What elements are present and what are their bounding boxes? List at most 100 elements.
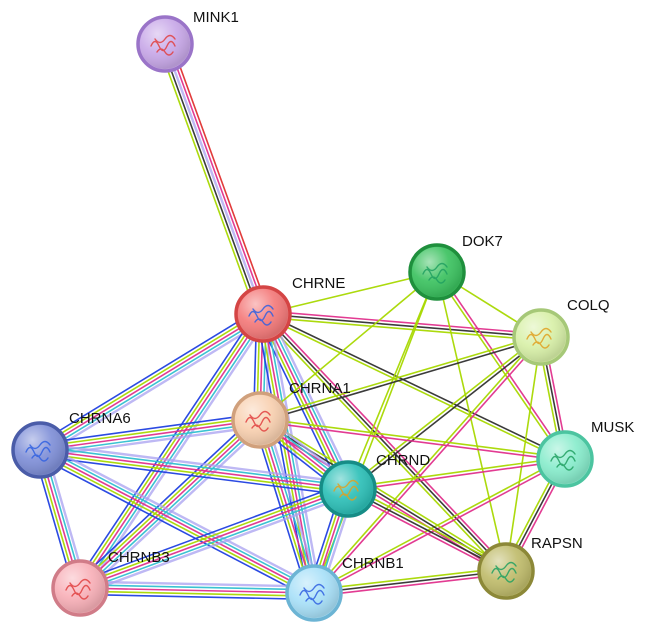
node-label: COLQ xyxy=(567,297,610,314)
node-musk[interactable]: MUSK xyxy=(536,419,634,488)
node-dok7[interactable]: DOK7 xyxy=(408,233,503,301)
edge-strand-coexpression xyxy=(347,488,507,572)
edge-chrna1-chrnb1 xyxy=(253,417,322,596)
edge-strand-textmining xyxy=(347,271,438,490)
edge-strand-textmining xyxy=(260,417,566,459)
edge-strand-experiments xyxy=(314,573,507,597)
edge-strand-experiments xyxy=(262,313,349,490)
edge-mink1-chrne xyxy=(158,41,270,317)
edge-strand-experiments xyxy=(79,587,315,594)
node-sheen xyxy=(235,395,285,445)
edge-strand-experiments xyxy=(346,491,505,575)
edge-chrne-colq xyxy=(262,310,542,341)
edge-strand-homology xyxy=(163,43,265,315)
edge-strand-cooccurrence xyxy=(74,309,259,585)
node-mink1[interactable]: MINK1 xyxy=(136,9,239,73)
node-sheen xyxy=(238,289,288,339)
node-label: CHRNA1 xyxy=(289,380,351,397)
edge-strand-experiments xyxy=(39,419,261,451)
edge-strand-coexpression xyxy=(313,570,507,594)
node-sheen xyxy=(516,312,566,362)
edge-strand-database xyxy=(80,491,350,592)
protein-structure-icon xyxy=(333,479,359,501)
edge-chrna1-chrnb3 xyxy=(75,414,266,594)
edge-strand-experiments xyxy=(79,313,264,589)
edge-strand-textmining xyxy=(436,271,507,572)
edge-chrne-chrnb3 xyxy=(74,309,270,593)
node-sheen xyxy=(140,19,190,69)
edge-strand-database xyxy=(265,312,352,488)
edge-strand-textmining xyxy=(158,45,258,317)
edge-strand-database xyxy=(81,421,263,591)
node-chrnb3[interactable]: CHRNB3 xyxy=(51,549,170,617)
edge-dok7-chrnd xyxy=(347,271,438,490)
edge-strand-textmining xyxy=(262,271,438,315)
node-chrna6[interactable]: CHRNA6 xyxy=(11,410,131,479)
edge-strand-gene_fusion xyxy=(170,41,270,313)
edge-strand-cooccurrence xyxy=(253,421,309,596)
edge-strand-experiments xyxy=(39,313,264,451)
edge-strand-database xyxy=(41,316,266,454)
edge-strand-experiments xyxy=(39,449,349,490)
edge-strand-textmining xyxy=(260,315,505,574)
edge-strand-experiments xyxy=(79,419,261,589)
protein-structure-icon xyxy=(150,34,176,56)
edge-chrne-dok7 xyxy=(262,271,438,315)
edge-strand-database xyxy=(40,446,349,487)
edge-strand-textmining xyxy=(39,452,348,493)
node-chrne[interactable]: CHRNE xyxy=(234,275,345,343)
edge-strand-cooccurrence xyxy=(75,414,257,584)
edge-colq-chrnb1 xyxy=(312,335,543,595)
node-label: CHRNA6 xyxy=(69,410,131,427)
node-sheen xyxy=(55,563,105,613)
node-label: CHRNE xyxy=(292,275,345,292)
edge-rapsn-chrnd xyxy=(346,485,508,575)
edge-strand-experiments xyxy=(259,420,565,462)
protein-structure-icon xyxy=(299,583,325,605)
node-chrna1[interactable]: CHRNA1 xyxy=(231,380,351,449)
protein-structure-icon xyxy=(526,327,552,349)
edge-strand-experiments xyxy=(264,311,509,570)
node-rapsn[interactable]: RAPSN xyxy=(477,535,583,600)
node-label: CHRND xyxy=(376,452,430,469)
edge-chrna6-chrnd xyxy=(39,442,349,497)
edge-strand-coexpression xyxy=(263,311,567,459)
edge-strand-cooccurrence xyxy=(79,593,314,601)
edge-strand-experiments xyxy=(39,449,315,594)
edge-chrne-musk xyxy=(261,311,567,462)
node-chrnb1[interactable]: CHRNB1 xyxy=(285,555,404,622)
edge-strand-coexpression xyxy=(348,337,543,491)
node-chrnd[interactable]: CHRND xyxy=(319,452,430,518)
edge-strand-textmining xyxy=(77,417,259,587)
edge-strand-textmining xyxy=(259,334,541,420)
edge-strand-homology xyxy=(81,493,351,596)
node-sheen xyxy=(323,464,373,514)
edge-strand-homology xyxy=(40,442,349,484)
edge-strand-textmining xyxy=(313,567,506,591)
protein-structure-icon xyxy=(550,449,576,471)
edge-strand-cooccurrence xyxy=(36,454,312,600)
edge-strand-cooccurrence xyxy=(77,482,347,583)
node-label: MUSK xyxy=(591,419,634,436)
edge-strand-homology xyxy=(267,310,355,487)
edge-strand-coexpression xyxy=(262,313,542,338)
edge-strand-database xyxy=(41,446,316,591)
edge-dok7-rapsn xyxy=(436,271,507,572)
edge-strand-textmining xyxy=(79,590,314,597)
edge-strand-textmining xyxy=(76,311,261,587)
edge-strand-cooccurrence xyxy=(36,307,261,446)
edge-strand-coexpression xyxy=(260,337,542,423)
edge-strand-homology xyxy=(42,318,267,457)
node-sheen xyxy=(15,425,65,475)
edge-musk-chrnd xyxy=(347,456,566,492)
edge-chrna6-chrnb1 xyxy=(36,443,318,600)
edge-strand-experiments xyxy=(263,310,542,335)
node-colq[interactable]: COLQ xyxy=(512,297,610,366)
protein-structure-icon xyxy=(248,304,274,326)
node-label: CHRNB3 xyxy=(108,549,170,566)
edge-strand-textmining xyxy=(349,485,508,569)
edge-layer xyxy=(33,41,569,601)
edge-chrnb3-chrnb1 xyxy=(79,580,315,601)
node-label: MINK1 xyxy=(193,9,239,26)
edge-strand-coexpression xyxy=(262,313,507,572)
